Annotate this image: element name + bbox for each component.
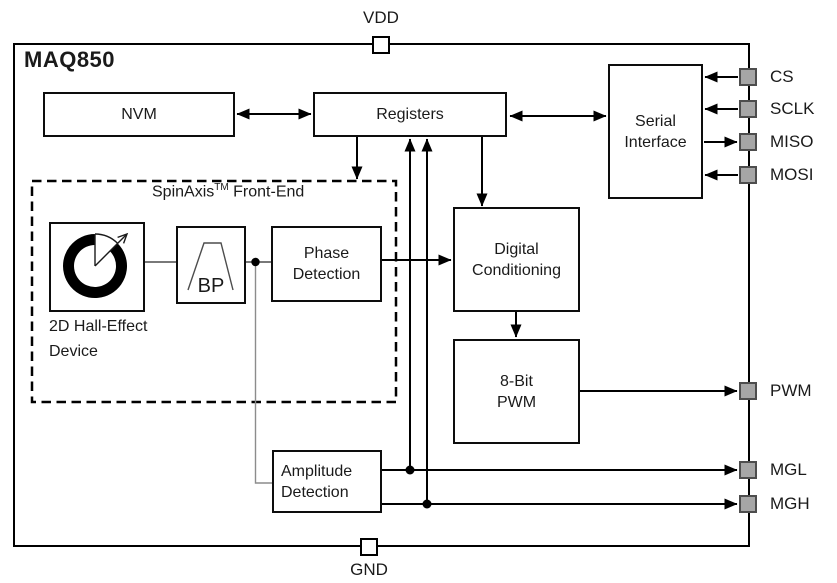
spinaxis-frontend-title: SpinAxisTM Front-End: [152, 182, 304, 201]
mosi-pin: [739, 166, 757, 184]
pwm-pin: [739, 382, 757, 400]
bus-wires: [236, 71, 738, 510]
frontend-title-suffix: Front-End: [228, 183, 305, 201]
junction-mgh: [422, 499, 432, 509]
vdd-port: [372, 36, 390, 54]
hall-device-block: [49, 222, 145, 312]
band-pass-filter-icon: [187, 242, 234, 291]
nvm-block: NVM: [43, 92, 235, 137]
mgl-pin-label: MGL: [770, 460, 807, 479]
digital-conditioning-block: Digital Conditioning: [453, 207, 580, 312]
rotating-angle-sensor-icon: [63, 232, 129, 298]
registers-block: Registers: [313, 92, 507, 137]
frontend-title-name: SpinAxis: [152, 183, 215, 201]
bp-label: BP: [197, 275, 225, 297]
spinaxis-frontend-boundary: [30, 179, 398, 404]
mgl-pin: [739, 461, 757, 479]
gnd-port: [360, 538, 378, 556]
mgh-pin-label: MGH: [770, 494, 810, 513]
pwm-pin-label: PWM: [770, 381, 812, 400]
mgh-pin: [739, 495, 757, 513]
sclk-pin: [739, 100, 757, 118]
bandpass-filter-block: BP: [176, 226, 246, 304]
junction-mgl: [405, 465, 415, 475]
trademark-superscript: TM: [214, 182, 229, 193]
pwm-8bit-block: 8-Bit PWM: [453, 339, 580, 444]
cs-pin: [739, 68, 757, 86]
wire-bp-amplitude: [254, 262, 274, 484]
miso-pin: [739, 133, 757, 151]
gnd-label: GND: [350, 560, 388, 579]
chip-name: MAQ850: [24, 47, 116, 72]
junction-bp-output: [251, 257, 260, 267]
amplitude-detection-block: Amplitude Detection: [272, 450, 382, 513]
miso-pin-label: MISO: [770, 132, 814, 151]
hall-device-caption: 2D Hall-Effect Device: [49, 318, 148, 360]
cs-pin-label: CS: [770, 67, 794, 86]
phase-detection-block: Phase Detection: [271, 226, 382, 302]
serial-interface-block: Serial Interface: [608, 64, 703, 199]
junction-dots: [251, 257, 432, 509]
mosi-pin-label: MOSI: [770, 165, 814, 184]
sclk-pin-label: SCLK: [770, 99, 815, 118]
vdd-label: VDD: [363, 8, 399, 27]
